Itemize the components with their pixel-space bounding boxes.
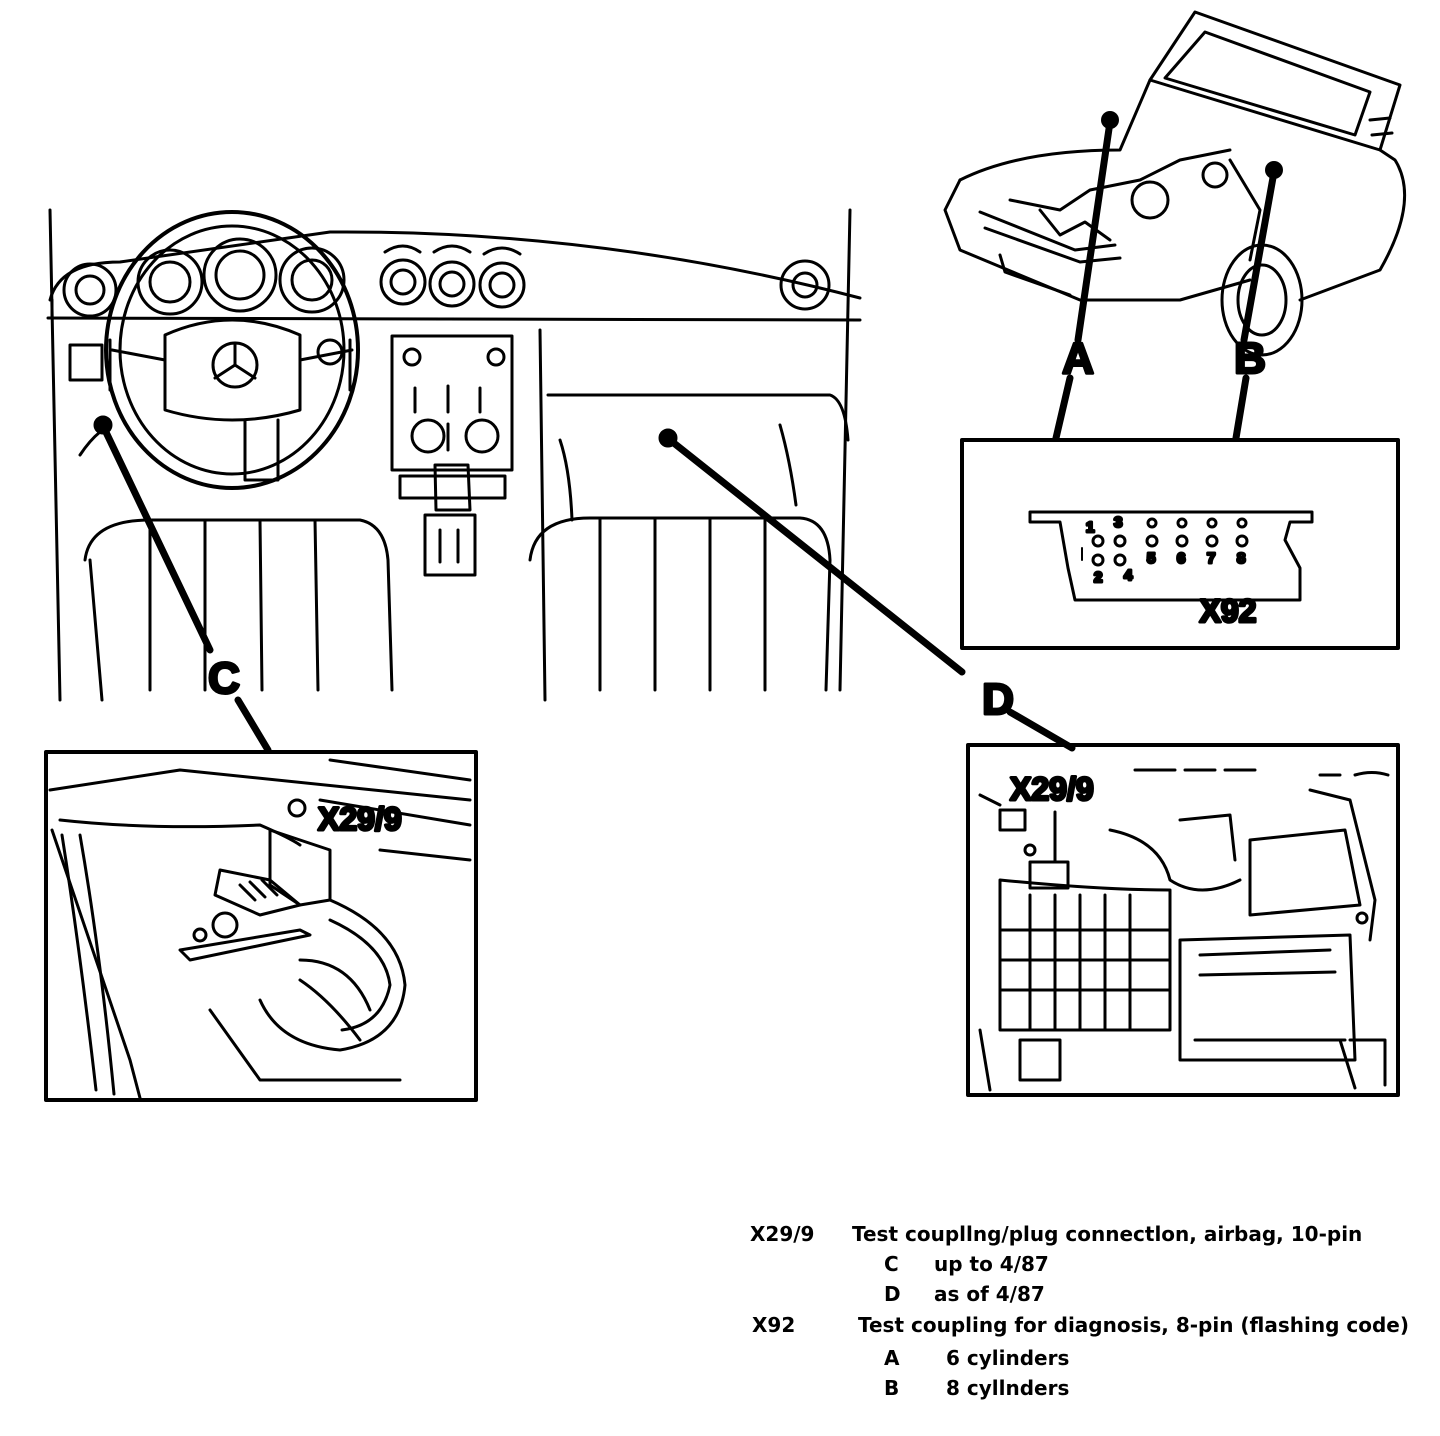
callout-d: D — [982, 675, 1014, 724]
d-x29-9-label: X29/9 — [1010, 771, 1094, 807]
legend-text-a: 6 cylinders — [946, 1346, 1070, 1370]
dashboard-drawing — [46, 208, 862, 702]
legend-code-b: B — [884, 1376, 900, 1400]
pin-1-label: 1 — [1086, 519, 1094, 536]
point-b-marker — [1265, 161, 1283, 179]
pin-4-label: 4 — [1124, 567, 1133, 584]
legend-code-d: D — [884, 1282, 901, 1306]
pin-6-label: 6 — [1177, 550, 1185, 567]
legend-text-b: 8 cyllnders — [946, 1376, 1070, 1400]
point-a-marker — [1101, 111, 1119, 129]
leader-lines — [100, 118, 1278, 754]
car-drawing — [943, 10, 1407, 357]
x92-connector-panel: 1 2 3 4 5 6 7 8 X92 — [960, 438, 1400, 650]
legend-text-d: as of 4/87 — [934, 1282, 1045, 1306]
c-x29-9-label: X29/9 — [318, 801, 402, 837]
x92-code-label: X92 — [1200, 593, 1257, 629]
callout-a: A — [1062, 334, 1094, 383]
pin-3-label: 3 — [1114, 514, 1122, 531]
pin-8-label: 8 — [1237, 550, 1245, 567]
callout-c: C — [208, 654, 240, 703]
legend-text-x92: Test coupling for diagnosis, 8-pin (flas… — [858, 1313, 1409, 1337]
detail-c-panel: X29/9 — [44, 750, 478, 1102]
callout-b: B — [1234, 334, 1266, 383]
legend-code-c: C — [884, 1252, 899, 1276]
pin-5-label: 5 — [1147, 550, 1155, 567]
pin-7-label: 7 — [1207, 550, 1215, 567]
legend-text-c: up to 4/87 — [934, 1252, 1049, 1276]
detail-d-panel: X29/9 — [966, 743, 1400, 1097]
legend-code-x29-9: X29/9 — [750, 1222, 815, 1246]
legend-text-x29-9: Test coupllng/plug connectlon, airbag, 1… — [852, 1222, 1363, 1246]
legend-code-x92: X92 — [752, 1313, 796, 1337]
legend-code-a: A — [884, 1346, 900, 1370]
pin-2-label: 2 — [1094, 569, 1102, 586]
